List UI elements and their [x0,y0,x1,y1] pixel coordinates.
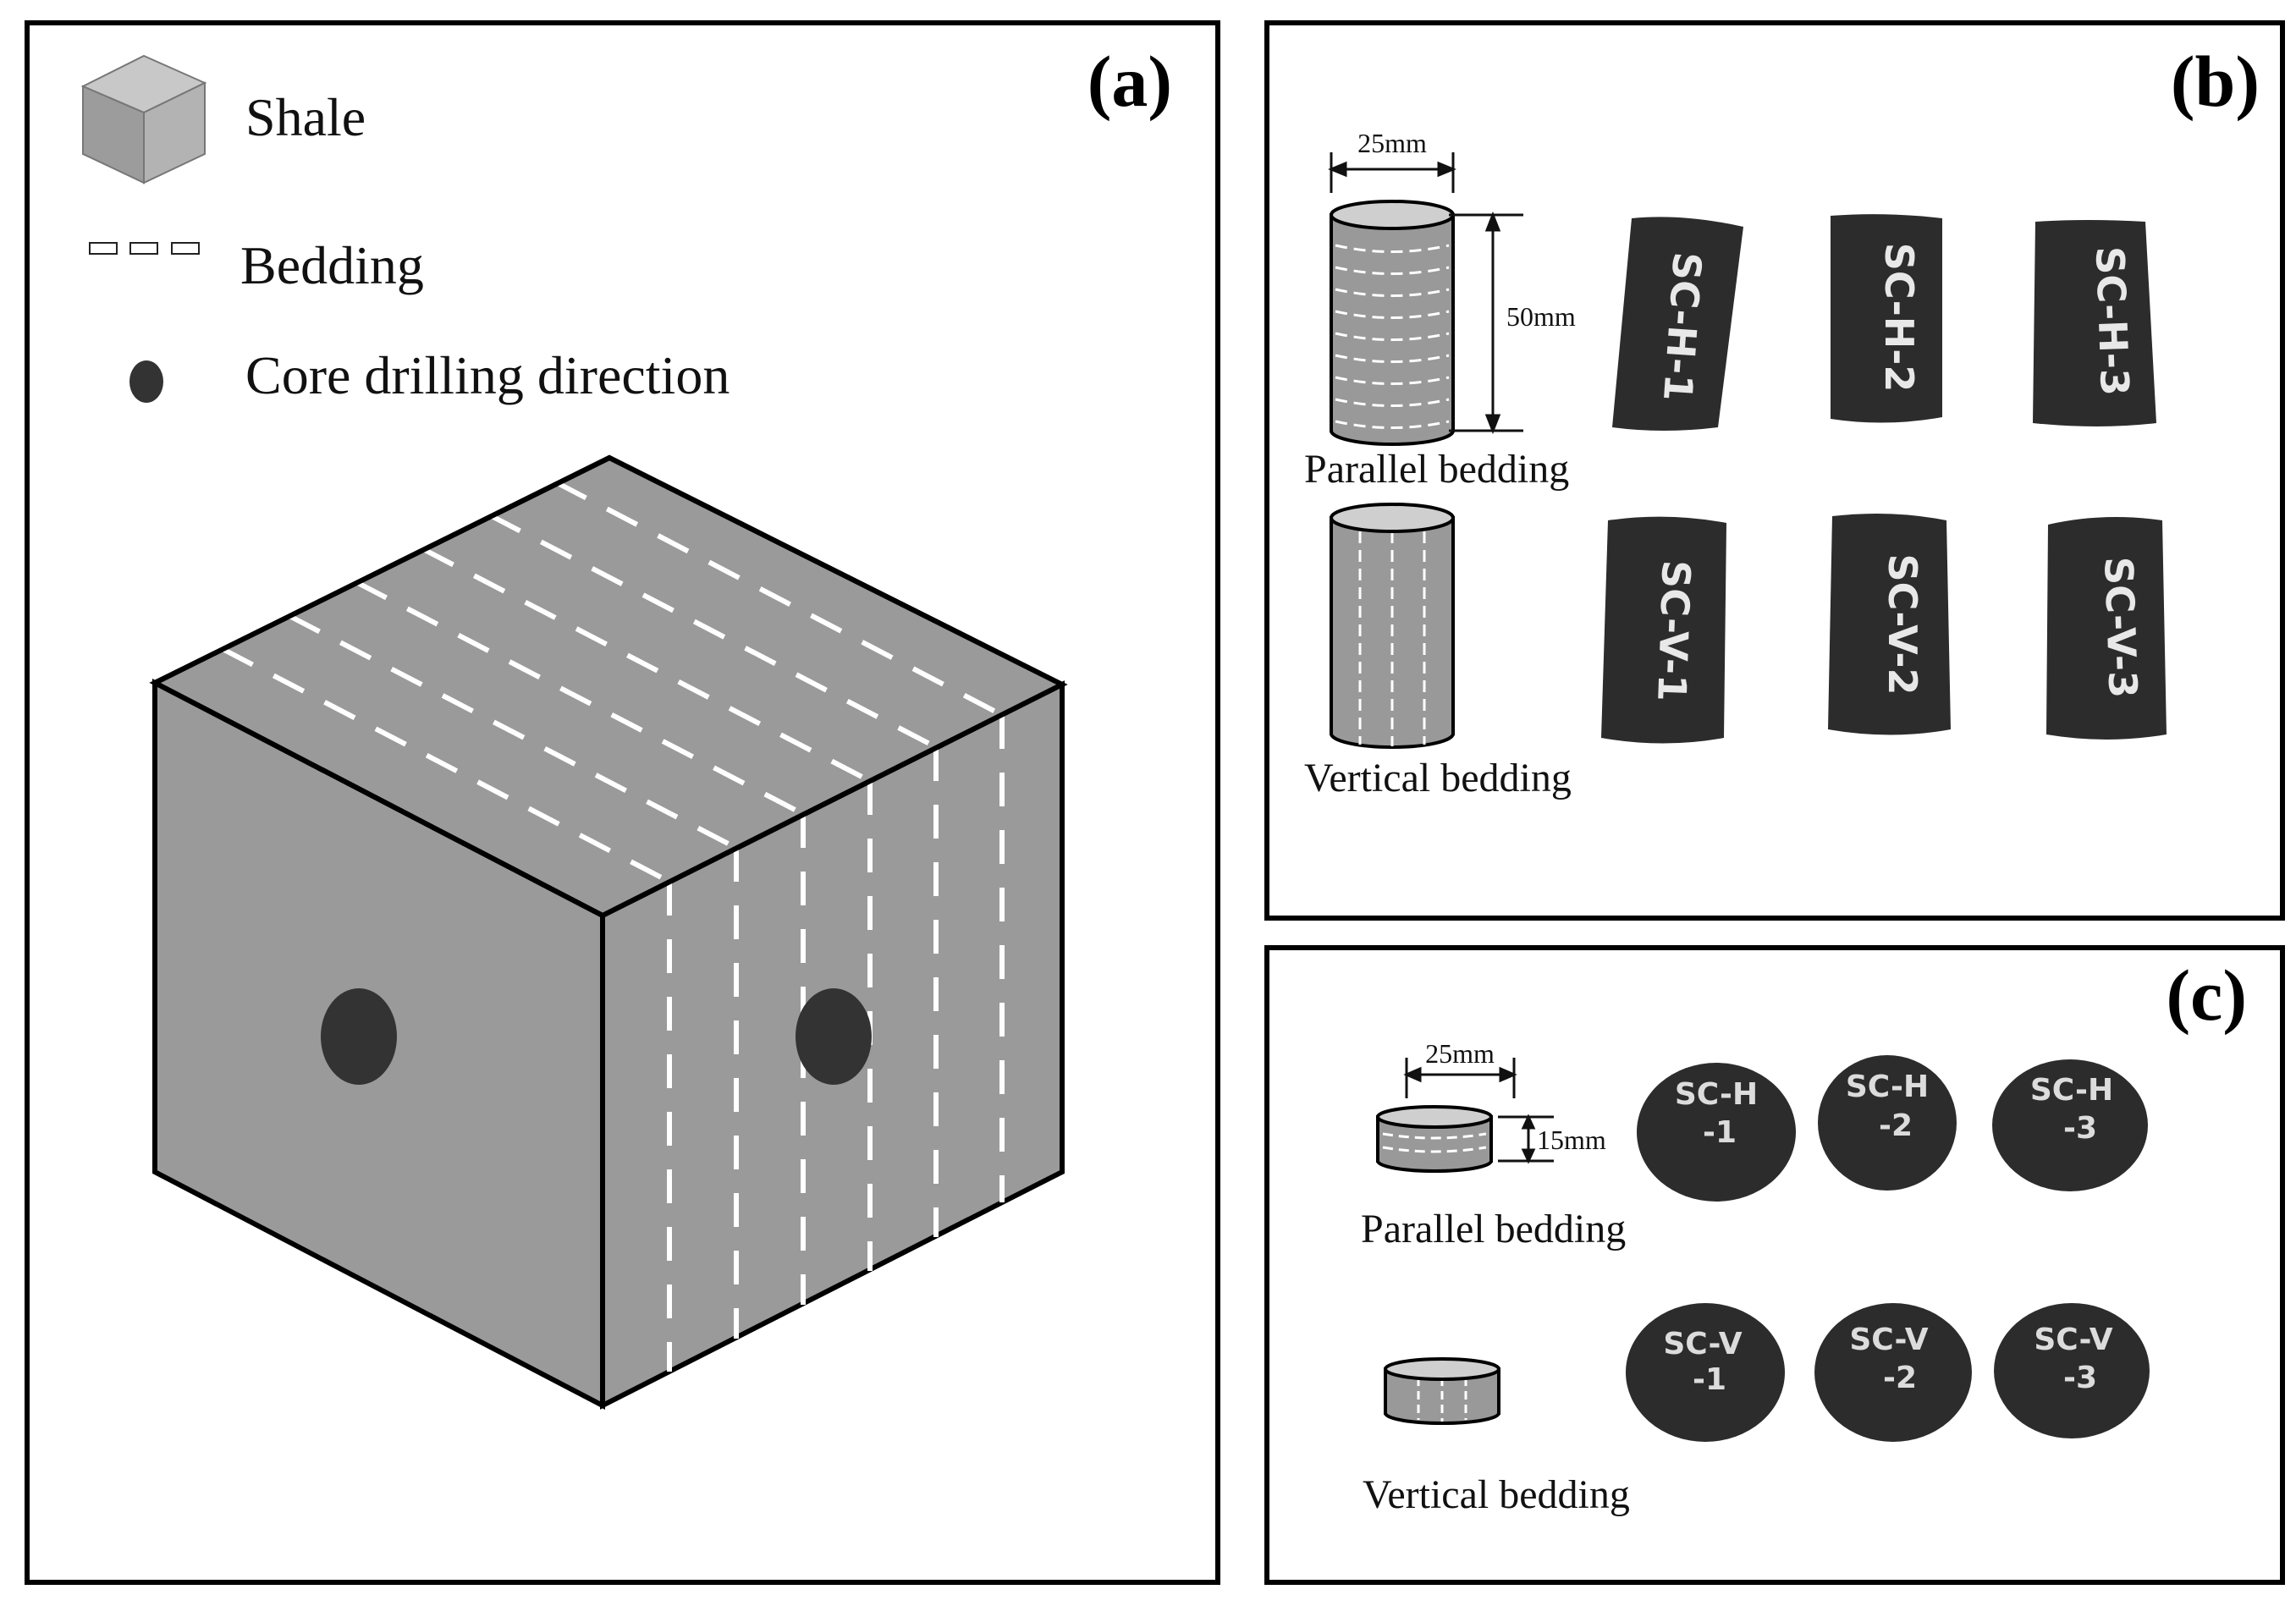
svg-text:-3: -3 [2063,1361,2097,1395]
svg-text:SC-H-1: SC-H-1 [1655,250,1710,403]
specimen-sc-h-1: SC-H-1 [1612,217,1743,431]
legend-shale-label: Shale [245,87,366,147]
legend-core-direction-label: Core drilling direction [245,345,730,405]
specimen-sc-v-2: SC-V-2 [1828,513,1951,735]
svg-text:SC-V-2: SC-V-2 [1880,553,1925,695]
core-direction-legend-icon [129,360,163,403]
panel-b-label: (b) [2171,41,2260,122]
height-label-c: 15mm [1537,1125,1606,1155]
svg-text:-3: -3 [2063,1111,2097,1146]
svg-text:SC-V: SC-V [2034,1323,2112,1357]
diameter-dimension [1328,152,1456,193]
panel-a-label: (a) [1087,41,1172,122]
core-hole-right-face [796,988,872,1085]
panel-c-label: (c) [2167,954,2247,1036]
disc-specimen-sc-v-2: SC-V -2 [1814,1303,1972,1442]
panel-b: (b) 25mm [1264,20,2285,921]
parallel-caption-c: Parallel bedding [1361,1207,1626,1251]
specimen-sc-h-3: SC-H-3 [2033,220,2156,426]
disc-specimen-sc-v-3: SC-V -3 [1994,1303,2150,1438]
svg-text:-2: -2 [1883,1361,1917,1395]
vertical-bedding-cylinder [1330,503,1455,749]
panel-b-frame [1264,20,2285,921]
svg-text:SC-H-2: SC-H-2 [1876,243,1922,393]
parallel-caption-b: Parallel bedding [1304,447,1569,492]
svg-text:SC-H-3: SC-H-3 [2087,245,2138,396]
svg-text:SC-V: SC-V [1849,1323,1928,1357]
height-label-b: 50mm [1506,301,1576,332]
disc-height-dimension [1498,1114,1554,1164]
svg-text:SC-V-1: SC-V-1 [1649,559,1699,702]
bedding-legend-icon [89,242,200,255]
shale-block [149,454,1068,1410]
svg-text:SC-V-3: SC-V-3 [2095,556,2146,699]
specimen-sc-v-3: SC-V-3 [2046,517,2167,740]
svg-text:SC-H: SC-H [2030,1073,2113,1108]
disc-specimen-sc-h-2: SC-H -2 [1818,1055,1957,1191]
disc-specimen-sc-h-1: SC-H -1 [1637,1063,1796,1202]
legend-bedding-label: Bedding [240,235,424,295]
disc-specimen-sc-h-3: SC-H -3 [1992,1059,2148,1191]
diameter-label-b: 25mm [1357,128,1427,158]
core-hole-left-face [321,988,397,1085]
panel-c-frame [1264,945,2285,1585]
svg-text:SC-V: SC-V [1663,1327,1742,1361]
panel-a: (a) Shale Bedding Core drilling directio… [25,20,1220,1585]
vertical-caption-b: Vertical bedding [1304,756,1572,800]
specimen-sc-h-2: SC-H-2 [1831,214,1942,423]
svg-text:-1: -1 [1703,1115,1737,1150]
specimen-sc-v-1: SC-V-1 [1601,516,1726,744]
top-bedding-lines [221,480,1004,884]
parallel-bedding-disc [1376,1105,1493,1173]
disc-specimen-sc-v-1: SC-V -1 [1626,1303,1785,1442]
vertical-caption-c: Vertical bedding [1363,1472,1630,1517]
vertical-bedding-disc [1384,1357,1500,1425]
svg-text:SC-H: SC-H [1846,1070,1929,1104]
disc-diameter-dimension [1403,1058,1517,1098]
svg-text:-2: -2 [1879,1108,1913,1143]
parallel-bedding-cylinder [1330,200,1455,446]
svg-text:-1: -1 [1693,1362,1726,1397]
height-dimension [1449,211,1523,435]
diameter-label-c: 25mm [1425,1038,1495,1069]
shale-legend-icon [80,54,207,184]
panel-c: (c) 25mm [1264,945,2285,1585]
svg-text:SC-H: SC-H [1675,1077,1758,1112]
